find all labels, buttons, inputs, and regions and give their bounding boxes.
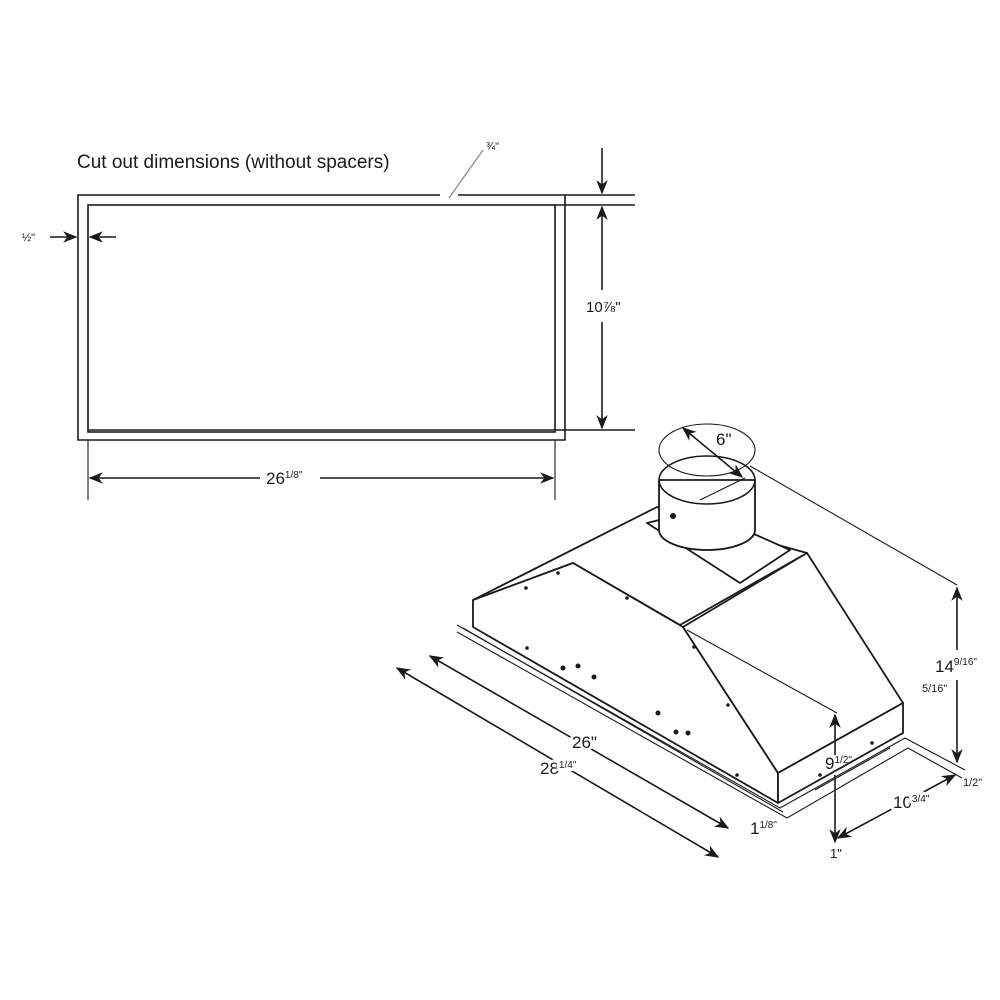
hood-slope-crease: [686, 629, 838, 714]
cutout-title: Cut out dimensions (without spacers): [77, 152, 390, 173]
duct-screw: [670, 513, 676, 519]
depth-arrow: [836, 774, 957, 839]
duct-diameter-arrow: [681, 427, 744, 478]
body-height-label: 91/2": [825, 754, 852, 773]
duct-damper: [699, 477, 746, 501]
width-label: 261/8": [266, 469, 303, 488]
depth-label: 103/4": [893, 793, 930, 812]
cutout-inner-outline: [87, 204, 556, 433]
hood-diagram: 6" 149/16" 5/16" 1/2" 91/2" 103/4" 26" 2…: [395, 423, 982, 861]
duct-diameter-label: 6": [716, 430, 732, 449]
left-gap-label: ½": [22, 232, 35, 244]
front-lip-label: 1": [830, 846, 842, 861]
total-height-label: 149/16": [935, 657, 977, 676]
flange-front-label: 11/8": [750, 819, 777, 838]
light-bar: [814, 747, 891, 791]
overall-width-label: 281/4": [540, 759, 577, 778]
total-height-leader: [749, 465, 958, 586]
top-gap-leader: [448, 149, 484, 199]
body-width-label: 26": [572, 733, 597, 752]
height-label: 10⅞": [586, 299, 621, 316]
flange-thickness-label: 1/2": [963, 777, 982, 789]
flange-offset-label: 5/16": [922, 683, 947, 695]
hood-front-face: [777, 702, 904, 804]
duct-opening-outline: [658, 423, 756, 477]
top-gap-label: ¾": [486, 141, 499, 153]
cutout-outer-outline: [77, 194, 566, 441]
cutout-diagram: Cut out dimensions (without spacers) ¾" …: [22, 141, 635, 500]
duct-collar: [658, 479, 756, 551]
overall-width-arrow: [395, 667, 720, 858]
